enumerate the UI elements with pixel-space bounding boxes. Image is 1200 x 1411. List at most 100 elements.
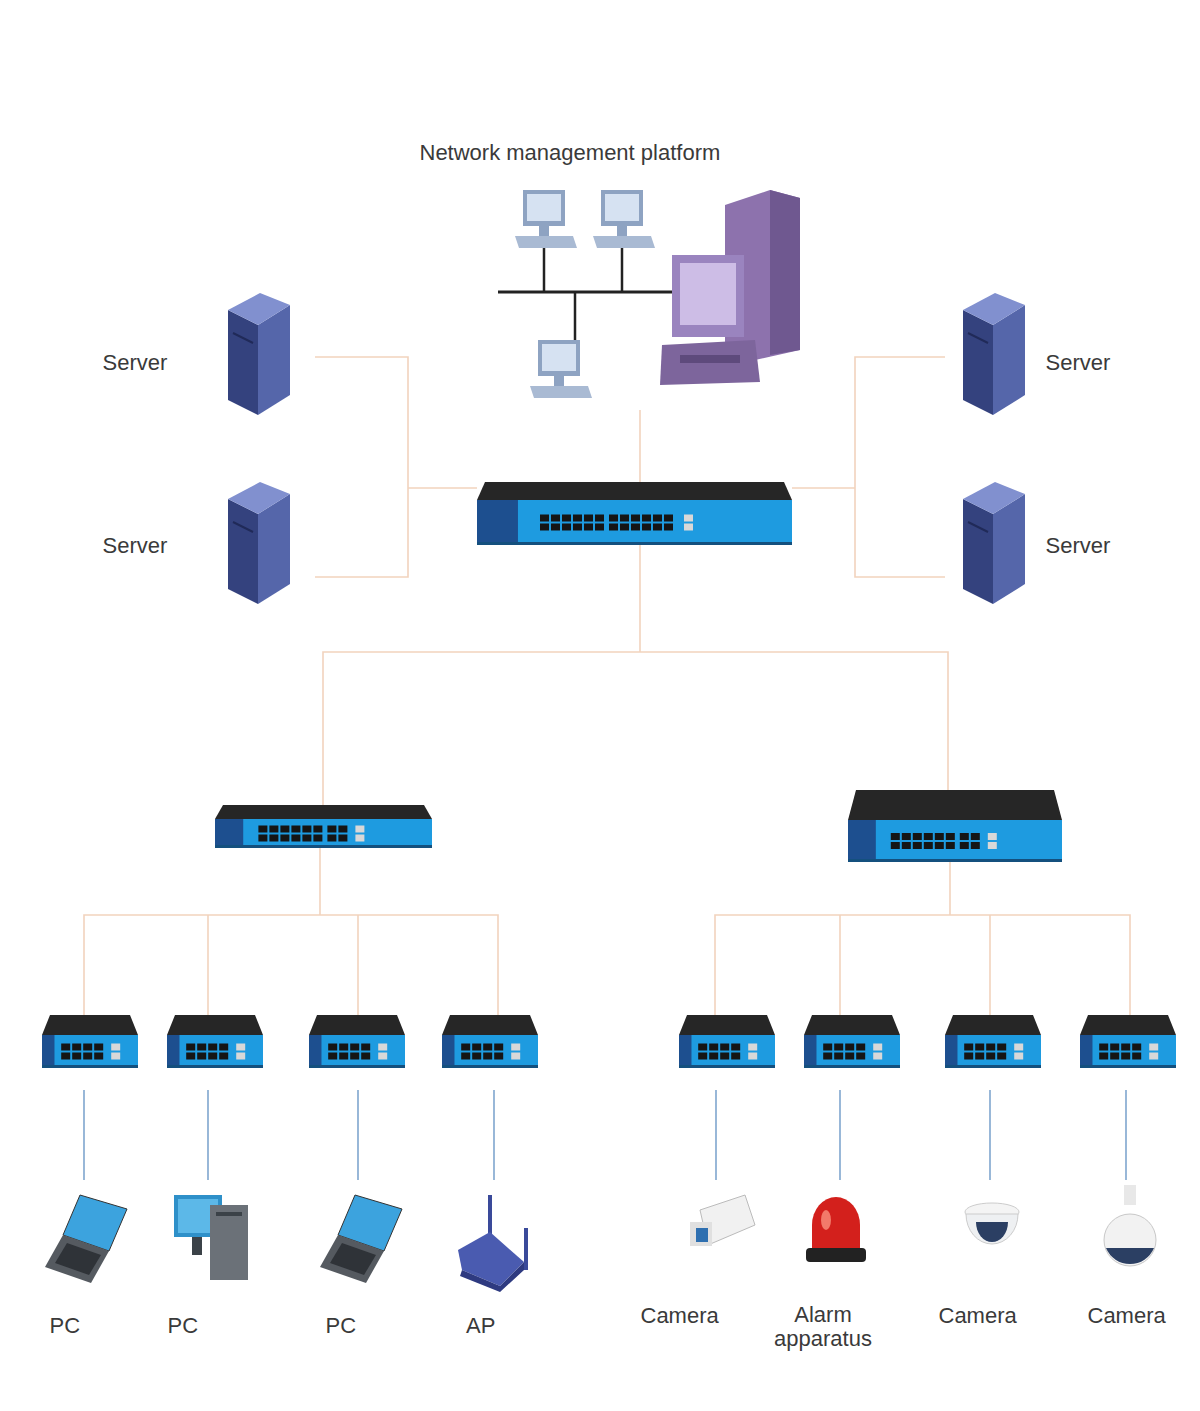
network-switch bbox=[679, 1015, 775, 1068]
server-front bbox=[963, 310, 993, 415]
switch-port bbox=[924, 833, 933, 840]
node-text: AP bbox=[466, 1314, 495, 1338]
network-switch bbox=[215, 805, 432, 848]
switch-port bbox=[731, 1053, 740, 1060]
server-slot bbox=[233, 333, 253, 343]
pc-label: PC bbox=[321, 1311, 362, 1341]
switch-panel bbox=[1080, 1035, 1092, 1068]
keyboard bbox=[593, 236, 655, 248]
node-text: PC bbox=[326, 1314, 357, 1338]
server-front bbox=[228, 310, 258, 415]
ptz-mount bbox=[1124, 1185, 1136, 1205]
node-text: Server bbox=[1046, 534, 1111, 558]
switch-port bbox=[197, 1044, 206, 1051]
ap-edge bbox=[460, 1262, 524, 1292]
switch-top bbox=[42, 1015, 138, 1035]
switch-port bbox=[698, 1044, 707, 1051]
switch-base bbox=[1080, 1065, 1176, 1068]
workstation-icon bbox=[515, 190, 577, 248]
monitor-screen bbox=[527, 194, 561, 221]
server-slot bbox=[968, 333, 988, 343]
switch-base bbox=[679, 1065, 775, 1068]
pc-label: PC bbox=[45, 1311, 86, 1341]
device-cable bbox=[839, 1090, 841, 1180]
network-wire bbox=[323, 652, 948, 805]
switch-port bbox=[709, 1053, 718, 1060]
switch-port bbox=[834, 1044, 843, 1051]
switch-port bbox=[946, 833, 955, 840]
switch-front bbox=[804, 1035, 900, 1068]
switch-port bbox=[219, 1044, 228, 1051]
switch-base bbox=[309, 1065, 405, 1068]
network-wire bbox=[207, 915, 209, 1015]
server-label: Server bbox=[98, 531, 173, 561]
switch-panel bbox=[477, 500, 518, 545]
switch-panel bbox=[42, 1035, 54, 1068]
switch-port bbox=[302, 835, 311, 842]
switch-panel bbox=[442, 1035, 454, 1068]
server-icon bbox=[963, 482, 1025, 604]
uplink-port bbox=[111, 1053, 120, 1060]
switch-port bbox=[975, 1044, 984, 1051]
uplink-port bbox=[236, 1053, 245, 1060]
switch-front bbox=[945, 1035, 1041, 1068]
desktop-tower bbox=[210, 1205, 248, 1280]
switch-port bbox=[562, 515, 571, 522]
node-text: Camera bbox=[1088, 1304, 1166, 1328]
switch-port bbox=[483, 1044, 492, 1051]
switch-panel bbox=[945, 1035, 957, 1068]
node-text: Server bbox=[103, 534, 168, 558]
switch-port bbox=[960, 833, 969, 840]
device-cable bbox=[357, 1090, 359, 1180]
switch-port bbox=[924, 842, 933, 849]
switch-port bbox=[845, 1053, 854, 1060]
platform-base bbox=[660, 340, 760, 385]
switch-port bbox=[83, 1044, 92, 1051]
uplink-port bbox=[1014, 1044, 1023, 1051]
switch-port bbox=[72, 1044, 81, 1051]
switch-port bbox=[986, 1044, 995, 1051]
network-wire bbox=[319, 848, 321, 915]
laptop-keys bbox=[55, 1243, 101, 1275]
switch-port bbox=[361, 1044, 370, 1051]
node-text: Network management platform bbox=[420, 141, 721, 165]
network-wire bbox=[989, 915, 991, 1015]
ptz-camera-icon bbox=[1104, 1185, 1156, 1266]
switch-port bbox=[197, 1053, 206, 1060]
uplink-port bbox=[378, 1044, 387, 1051]
switch-port bbox=[94, 1053, 103, 1060]
switch-front bbox=[1080, 1035, 1176, 1068]
uplink-port bbox=[236, 1044, 245, 1051]
switch-port bbox=[964, 1044, 973, 1051]
switch-port bbox=[664, 524, 673, 531]
switch-port bbox=[653, 524, 662, 531]
switch-port bbox=[280, 835, 289, 842]
switch-port bbox=[302, 826, 311, 833]
ap-label: AP bbox=[461, 1311, 500, 1341]
switch-port bbox=[595, 524, 604, 531]
monitor-stand bbox=[617, 226, 627, 236]
switch-panel bbox=[167, 1035, 179, 1068]
node-text: PC bbox=[50, 1314, 81, 1338]
switch-port bbox=[620, 515, 629, 522]
platform-keyboard bbox=[680, 355, 740, 363]
switch-port bbox=[584, 515, 593, 522]
switch-panel bbox=[804, 1035, 816, 1068]
switch-port bbox=[1099, 1053, 1108, 1060]
monitor-screen bbox=[542, 344, 576, 371]
uplink-port bbox=[355, 826, 364, 833]
switch-port bbox=[328, 1044, 337, 1051]
camera-label: Camera bbox=[934, 1301, 1022, 1331]
uplink-port bbox=[378, 1053, 387, 1060]
network-wire bbox=[315, 357, 408, 577]
switch-port bbox=[208, 1053, 217, 1060]
switch-port bbox=[258, 835, 267, 842]
switch-port bbox=[483, 1053, 492, 1060]
node-text: Alarm apparatus bbox=[764, 1303, 882, 1351]
switch-base bbox=[442, 1065, 538, 1068]
switch-panel bbox=[848, 820, 876, 862]
camera-lens bbox=[696, 1228, 708, 1242]
keyboard bbox=[515, 236, 577, 248]
